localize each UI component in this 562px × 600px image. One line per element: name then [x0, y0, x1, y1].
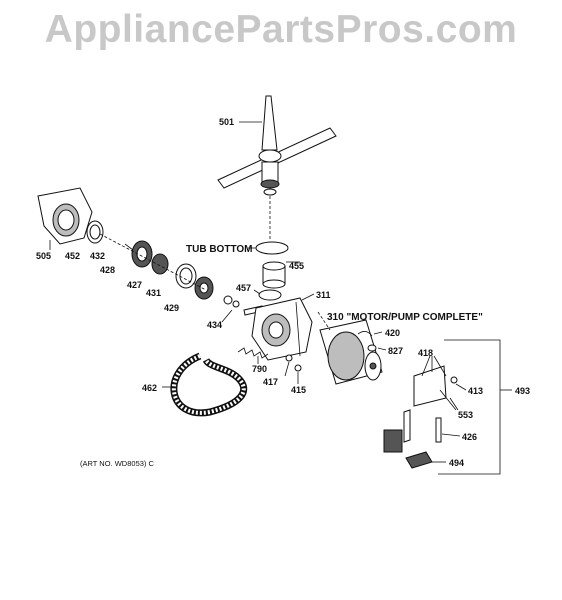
actuator-418 — [413, 365, 458, 407]
callout-505: 505 — [36, 251, 51, 261]
callout-413: 413 — [468, 386, 483, 396]
lever-426 — [435, 417, 442, 443]
spring-790 — [237, 347, 269, 359]
callout-462: 462 — [142, 383, 157, 393]
group-bracket-493 — [438, 339, 501, 475]
screw-415 — [294, 364, 302, 372]
clamp-457 — [258, 289, 282, 301]
ring-431 — [175, 263, 197, 289]
callout-827: 827 — [388, 346, 403, 356]
callout-310-motor-pump: 310 "MOTOR/PUMP COMPLETE" — [327, 312, 483, 323]
switch-bracket — [383, 409, 411, 453]
callout-455: 455 — [289, 261, 304, 271]
callout-452: 452 — [65, 251, 80, 261]
callout-432: 432 — [90, 251, 105, 261]
clip-420 — [357, 331, 373, 337]
impeller-429 — [194, 276, 214, 300]
spray-arm-501 — [217, 95, 337, 196]
callout-420: 420 — [385, 328, 400, 338]
clamp-452 — [86, 220, 104, 244]
callout-501: 501 — [219, 117, 234, 127]
callout-311: 311 — [316, 290, 331, 300]
callout-493: 493 — [515, 386, 530, 396]
switch-494 — [405, 451, 433, 469]
washer-417 — [285, 354, 293, 362]
callout-457: 457 — [236, 283, 251, 293]
callout-418: 418 — [418, 348, 433, 358]
tub-bottom-gasket — [255, 241, 289, 255]
motor-310 — [319, 319, 383, 385]
callout-428: 428 — [100, 265, 115, 275]
callout-434: 434 — [207, 320, 222, 330]
seal-427 — [151, 253, 169, 275]
callout-427: 427 — [127, 280, 142, 290]
callout-431: 431 — [146, 288, 161, 298]
sump-505 — [37, 187, 93, 245]
callout-494: 494 — [449, 458, 464, 468]
pump-housing-311 — [251, 297, 313, 361]
coupling-455 — [262, 261, 286, 289]
callout-426: 426 — [462, 432, 477, 442]
callout-429: 429 — [164, 303, 179, 313]
art-number: (ART NO. WD8053) C — [80, 459, 154, 468]
callout-790: 790 — [252, 364, 267, 374]
callout-553: 553 — [458, 410, 473, 420]
drain-hose-462 — [170, 352, 248, 417]
gasket-827 — [367, 344, 377, 352]
callout-415: 415 — [291, 385, 306, 395]
callout-tub-bottom: TUB BOTTOM — [186, 244, 252, 255]
callout-417: 417 — [263, 377, 278, 387]
watermark: AppliancePartsPros.com — [44, 8, 518, 51]
chopper-428 — [124, 240, 153, 268]
